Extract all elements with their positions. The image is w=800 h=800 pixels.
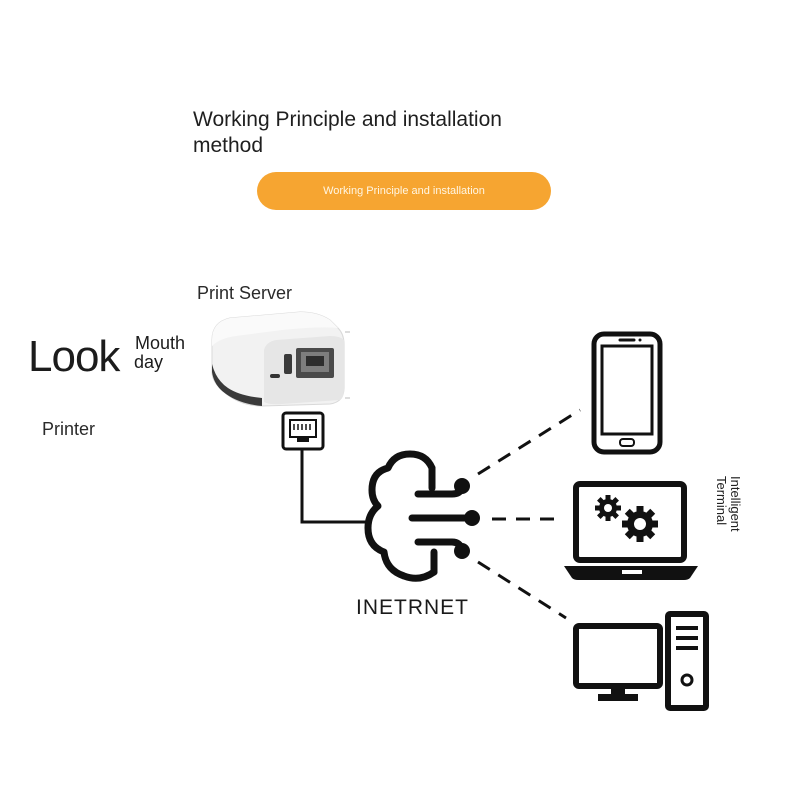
rj45-port-icon — [281, 411, 325, 451]
smartphone-icon — [591, 331, 663, 455]
desktop-computer-icon — [573, 611, 709, 711]
look-word: Look — [28, 332, 120, 381]
internet-label: INETRNET — [356, 596, 469, 619]
network-cable — [300, 449, 370, 524]
day-word: day — [134, 352, 164, 372]
cloud-node-dots — [454, 478, 480, 559]
mouth-word: Mouth — [135, 333, 186, 353]
cloud-network-icon — [364, 450, 474, 582]
section-pill-banner: Working Principle and installation — [257, 172, 551, 210]
print-server-device-icon — [211, 311, 345, 407]
gears-icon — [595, 495, 658, 542]
diagram-heading: Working Principle and installation metho… — [193, 108, 502, 157]
wireless-dashed-links — [477, 408, 581, 620]
printer-label: Printer — [42, 419, 96, 439]
section-pill-label: Working Principle and installation — [323, 185, 485, 197]
print-server-label: Print Server — [197, 283, 293, 303]
